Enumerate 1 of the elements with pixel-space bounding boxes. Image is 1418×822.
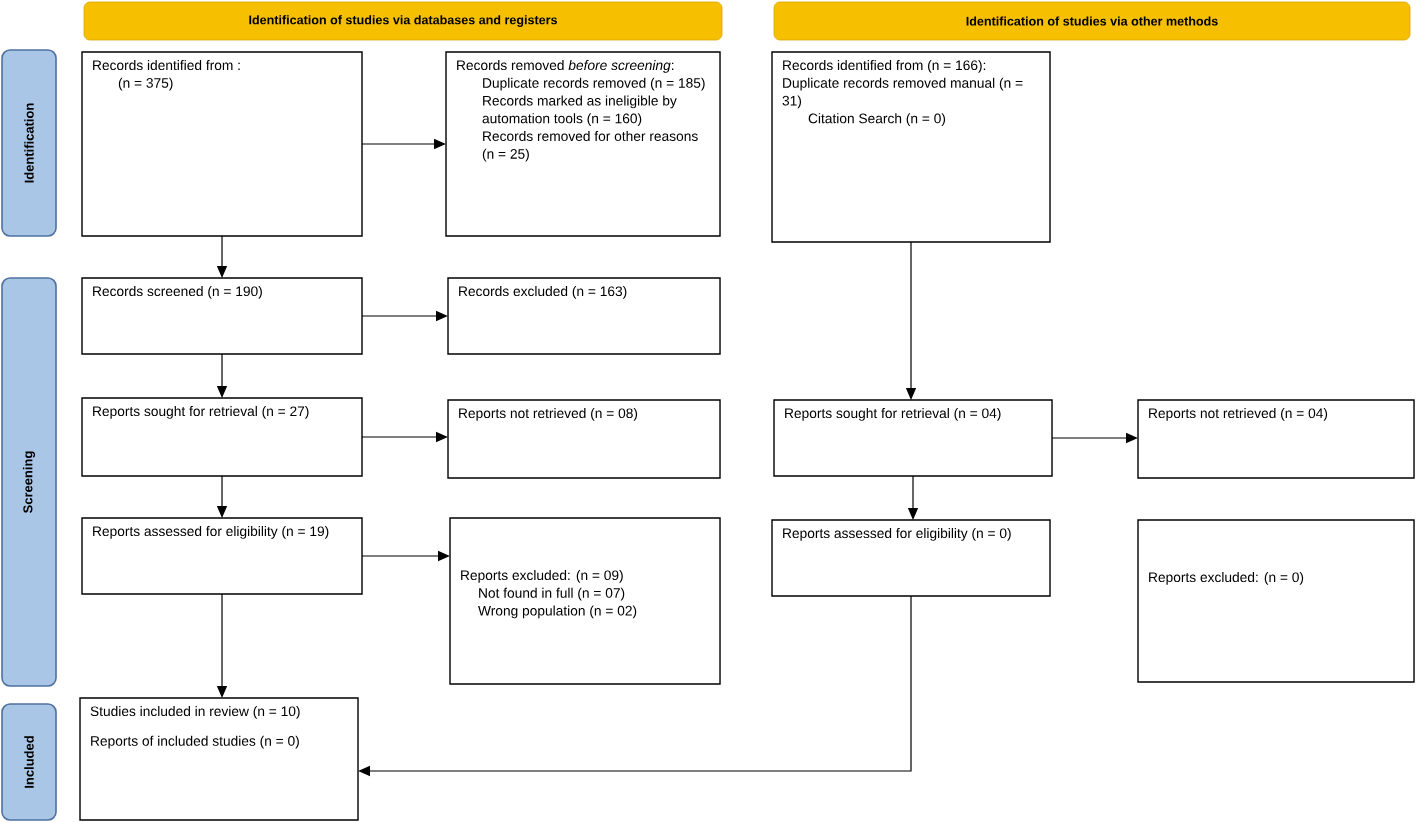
arrow bbox=[358, 595, 912, 777]
